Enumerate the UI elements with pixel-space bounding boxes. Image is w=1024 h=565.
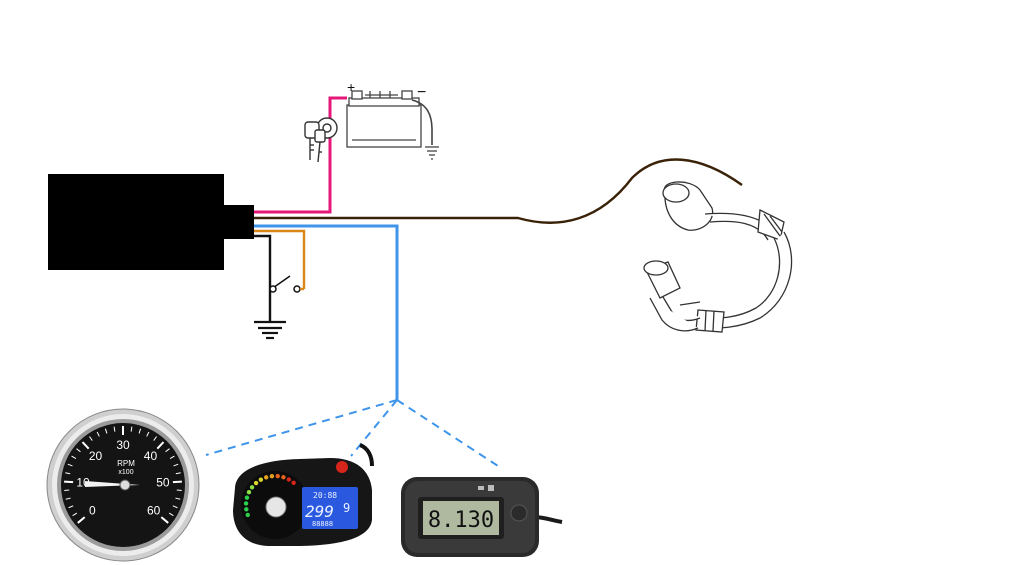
dash-led [281,475,286,480]
kill-switch-wire [254,229,306,289]
battery-minus-label: − [417,84,426,101]
dash-led [243,501,249,506]
tach-tick [169,455,175,459]
tach-tick [172,480,182,484]
dash-odometer: 88888 [312,520,333,528]
digital-dashboard: 20:88 299 9 88888 [233,443,374,546]
dash-gear: 9 [343,501,350,515]
ignition-wire [254,96,347,214]
dash-warning-light [336,461,348,473]
battery-ground-symbol [425,146,439,160]
tach-tick [175,472,181,475]
tach-tick [172,505,178,509]
spark-plug-cap-icon [643,181,793,333]
tach-tick [67,463,73,467]
tach-tick [146,431,150,437]
dash-led [244,495,250,500]
kill-switch [269,275,304,293]
battery-icon [346,90,422,148]
tach-tick [175,497,181,500]
tach-tick [96,431,100,437]
tach-signal-wire [254,224,399,400]
meter-lcd-screen [423,501,499,535]
tach-tick [81,441,90,450]
tach-tick [77,516,86,524]
dash-led [258,477,264,482]
tach-tick [160,516,169,524]
dash-speed: 299 [305,502,334,521]
dash-clock: 20:88 [313,491,337,500]
pickup-signal-wire [254,158,743,224]
tach-tick [104,428,108,434]
tach-tick-label: 50 [156,476,170,490]
meter-reading: 8.130 [428,508,494,533]
dash-led [249,485,255,490]
tach-tick-label: 40 [144,449,158,463]
dash-led [244,507,249,512]
tach-tick [156,441,165,450]
tach-multiplier-label: x100 [118,469,133,476]
tach-tick [130,426,133,432]
dash-led [245,512,250,518]
tach-tick [165,448,170,453]
dash-led [286,477,292,482]
tach-tick [168,512,174,517]
tach-tick [153,436,157,441]
dash-led [263,475,269,480]
tach-tick [138,428,142,434]
battery-plus-label: + [347,79,355,95]
tach-output-dashes [205,399,499,467]
meter-status-icons [478,485,494,491]
cdi-unit [48,174,254,270]
tach-tick [173,463,179,467]
dash-led [291,480,296,485]
battery-ground-cable [411,99,433,145]
tach-tick [76,448,81,453]
dash-led [269,473,275,479]
tach-tick [65,472,71,475]
meter-button[interactable] [510,504,528,522]
tach-tick [68,505,74,509]
tach-tick [89,436,93,441]
tach-tick [72,512,78,517]
tach-tick [71,455,77,459]
dash-led [246,490,252,495]
tach-unit-label: RPM [117,459,135,468]
ground-wire [254,234,272,322]
ground-symbol [254,320,286,340]
tach-tick [113,426,116,432]
tach-tick-label: 20 [89,449,103,463]
dash-led [253,480,259,486]
tach-tick [65,497,71,500]
dash-lcd-screen [302,487,358,529]
tach-tick-label: 0 [89,504,96,518]
tach-tick-label: 60 [147,504,161,518]
tach-tick [64,480,74,484]
tach-tick-label: 30 [116,438,130,452]
lcd-rpm-meter: 8.130 [401,477,563,557]
dash-led [275,473,280,479]
ignition-key-icon [304,117,338,163]
